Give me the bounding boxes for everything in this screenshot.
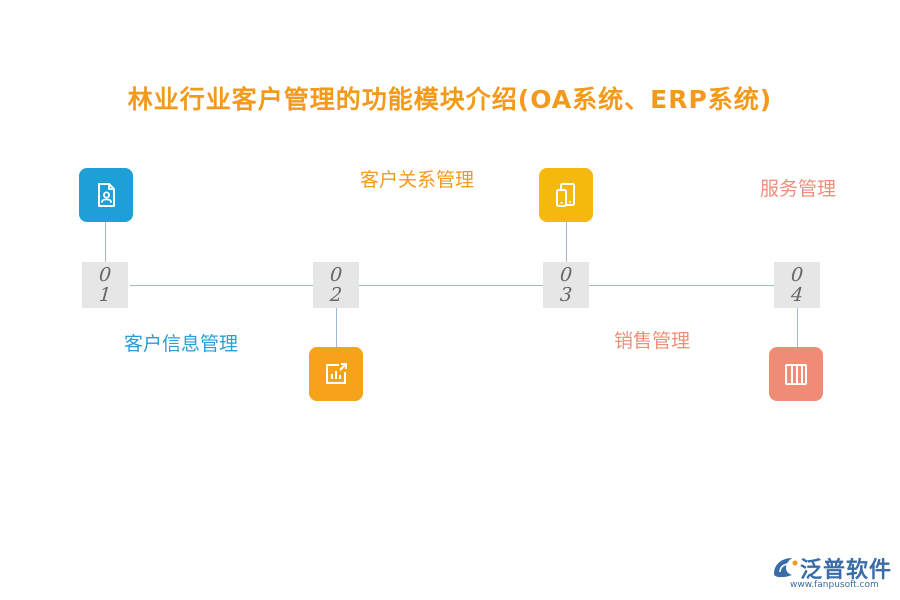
diagram-title: 林业行业客户管理的功能模块介绍(OA系统、ERP系统)	[127, 85, 773, 114]
building-columns-icon	[785, 364, 807, 385]
step-2-connector	[336, 308, 337, 348]
document-user-icon	[98, 183, 115, 207]
step-1-number-bottom: 1	[98, 284, 112, 306]
step-1-number: 0 1	[82, 262, 128, 308]
step-4-number: 0 4	[774, 262, 820, 308]
brand-logo: 泛普软件 www.fanpusoft.com	[770, 552, 893, 592]
step-3-number-top: 0	[559, 264, 573, 286]
step-2-number-top: 0	[329, 264, 343, 286]
fanpu-logo-icon	[774, 558, 798, 578]
step-3-connector	[566, 222, 567, 262]
bar-chart-export-icon	[326, 363, 347, 384]
step-1-icon-tile	[79, 168, 133, 222]
step-4-label: 服务管理	[760, 178, 837, 200]
logo-name: 泛普软件	[800, 558, 893, 583]
step-3-number: 0 3	[543, 262, 589, 308]
step-3-number-bottom: 3	[559, 284, 573, 306]
step-1-connector	[105, 222, 106, 262]
timeline-line	[130, 285, 775, 286]
step-1-label: 客户信息管理	[124, 333, 239, 355]
tablet-devices-icon	[556, 183, 575, 207]
step-4-icon-tile	[769, 347, 823, 401]
step-2-number: 0 2	[313, 262, 359, 308]
step-3-icon-tile	[539, 168, 593, 222]
step-2-icon-tile	[309, 347, 363, 401]
step-4-number-bottom: 4	[790, 284, 804, 306]
step-3-label: 销售管理	[614, 330, 691, 352]
step-2-label: 客户关系管理	[360, 169, 475, 191]
step-1-number-top: 0	[98, 264, 112, 286]
step-2-number-bottom: 2	[329, 284, 343, 306]
step-4-number-top: 0	[790, 264, 804, 286]
step-4-connector	[797, 308, 798, 348]
logo-url: www.fanpusoft.com	[790, 580, 879, 590]
